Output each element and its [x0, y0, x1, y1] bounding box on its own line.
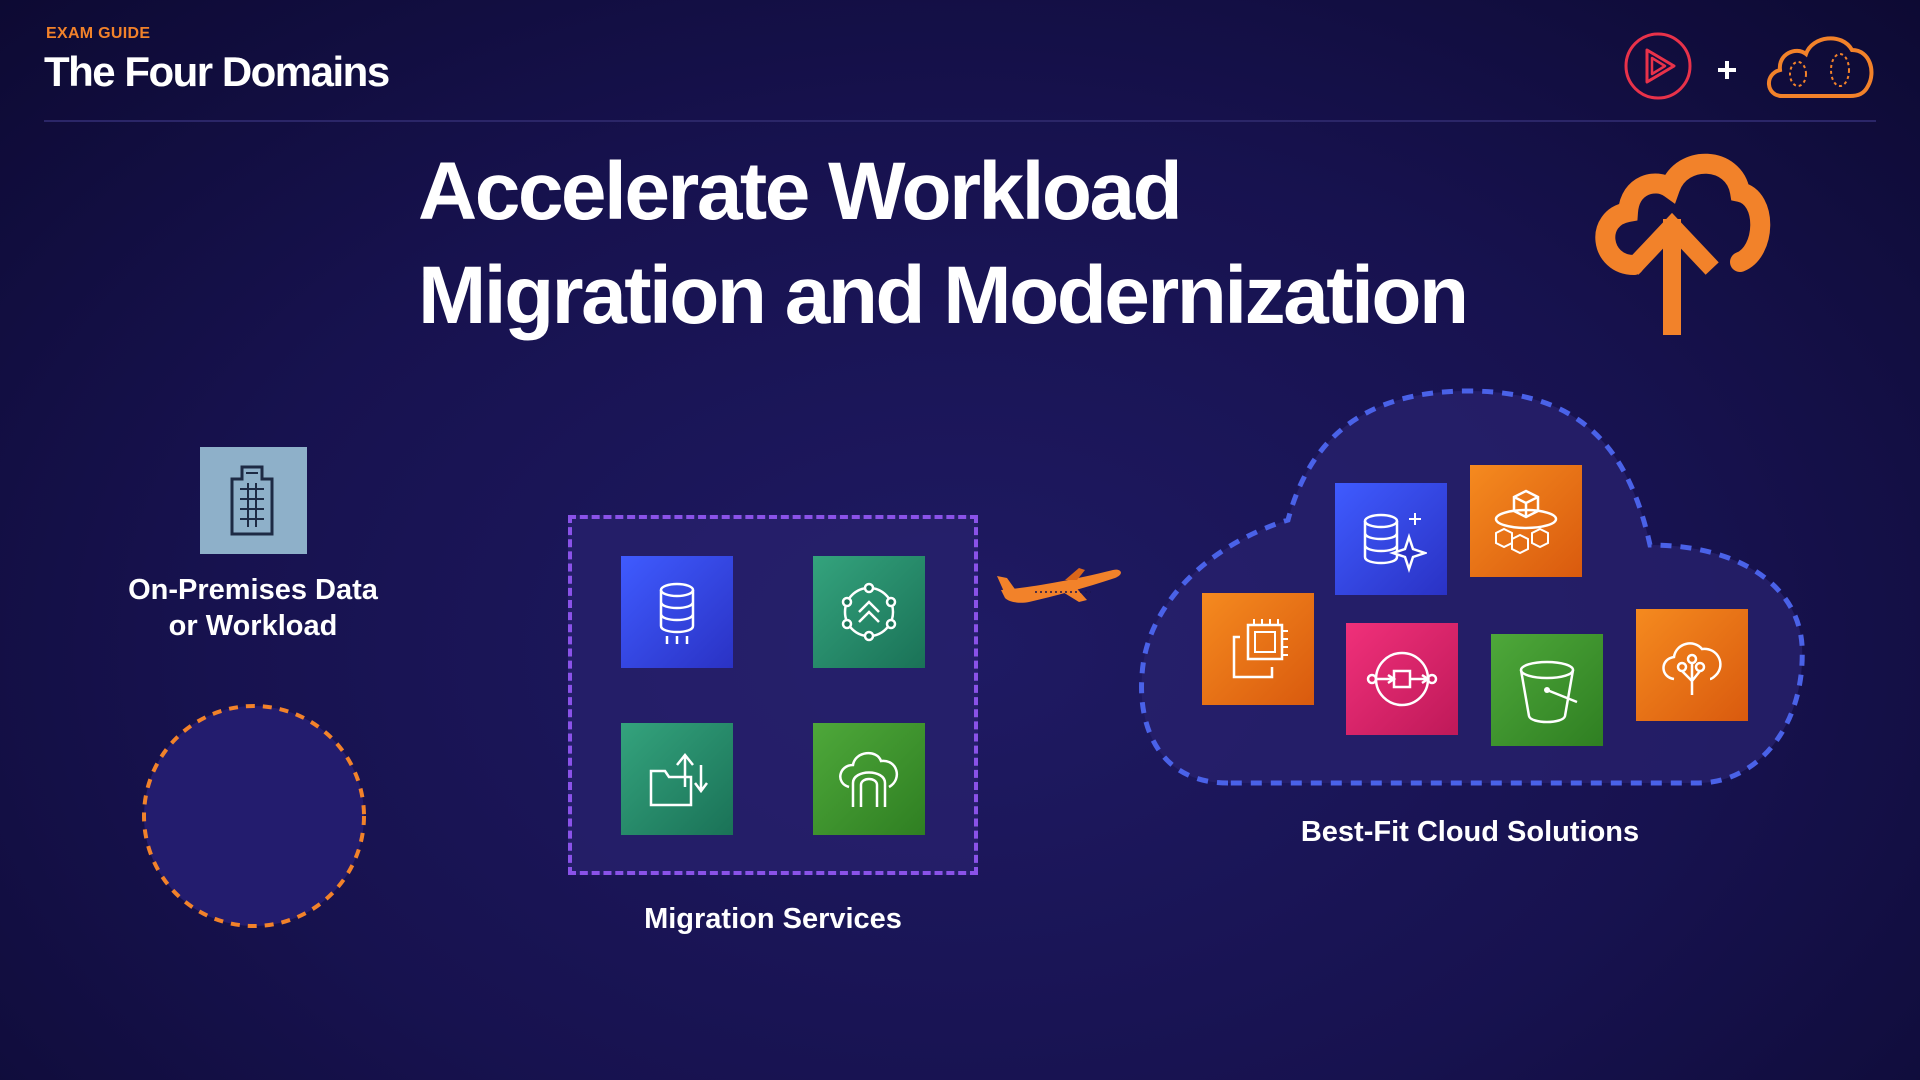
on-premises-label-line-1: On-Premises Data — [128, 574, 378, 606]
ecs-anywhere-icon — [1494, 489, 1558, 555]
cloud-upload-icon — [1595, 153, 1771, 335]
cloud-tile-sensor — [1636, 609, 1748, 721]
cloud-tile-ec2 — [1202, 593, 1314, 705]
plus-icon — [1718, 61, 1736, 79]
eyebrow-label: EXAM GUIDE — [46, 25, 151, 42]
step-functions-icon — [1366, 651, 1438, 707]
on-premises-tile — [200, 447, 307, 554]
cloud-tile-step-functions — [1346, 623, 1458, 735]
cloud-solutions-label: Best-Fit Cloud Solutions — [1300, 816, 1640, 848]
database-sparkle-icon — [1363, 513, 1427, 573]
airplane-icon — [997, 568, 1121, 603]
migration-tile-transfer — [621, 723, 733, 835]
ec2-chip-icon — [1232, 619, 1288, 679]
s3-bucket-icon — [1519, 660, 1578, 724]
migration-services-label: Migration Services — [644, 903, 902, 935]
migration-tile-database — [621, 556, 733, 668]
cloud-solutions-outline — [1139, 388, 1805, 786]
headline-line-2: Migration and Modernization — [418, 250, 1469, 341]
headline: Accelerate Workload Migration and Modern… — [418, 140, 1469, 348]
cloud-logo-icon — [1767, 36, 1874, 98]
transfer-family-icon — [649, 752, 708, 807]
cloud-tile-s3 — [1491, 634, 1603, 746]
empty-placeholder-circle — [142, 704, 366, 928]
header-divider — [44, 120, 1876, 122]
database-migration-icon — [659, 582, 695, 644]
datasync-icon — [839, 752, 899, 807]
headline-line-1: Accelerate Workload — [418, 146, 1183, 237]
migration-tile-datasync — [813, 723, 925, 835]
building-icon — [230, 465, 274, 536]
play-logo-icon — [1624, 32, 1692, 100]
cloud-sensor-icon — [1662, 642, 1722, 695]
on-premises-label-line-2: or Workload — [168, 610, 338, 642]
migration-hub-icon — [841, 582, 897, 642]
cloud-tile-database — [1335, 483, 1447, 595]
migration-tile-hub — [813, 556, 925, 668]
cloud-tile-ecs — [1470, 465, 1582, 577]
on-premises-label: On-Premises Data or Workload — [80, 572, 426, 644]
page-title: The Four Domains — [44, 48, 390, 95]
